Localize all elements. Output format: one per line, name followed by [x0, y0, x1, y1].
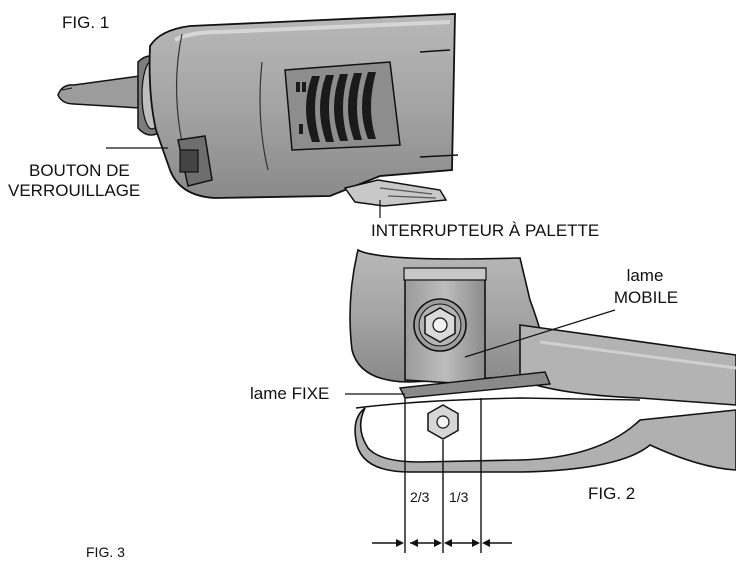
blade-illustration	[345, 248, 736, 553]
fig3-caption: FIG. 3	[86, 544, 125, 560]
fig2-caption: FIG. 2	[588, 484, 636, 503]
lock-button-icon	[179, 149, 199, 173]
fixed-blade-label: lame FIXE	[250, 384, 330, 403]
lock-button-label-line1: BOUTON DE	[29, 161, 130, 180]
fig1-caption: FIG. 1	[62, 13, 110, 32]
power-cord	[57, 75, 141, 109]
fixed-blade	[398, 371, 552, 399]
dimension-arrows	[372, 539, 512, 547]
lower-jaw	[354, 407, 736, 473]
ratio-two-thirds: 2/3	[410, 489, 430, 505]
tool-illustration	[57, 13, 459, 218]
paddle-switch-icon	[343, 179, 448, 207]
lock-button-label-line2: VERROUILLAGE	[8, 181, 141, 200]
ratio-one-third: 1/3	[449, 489, 469, 505]
vent-slots	[306, 72, 376, 142]
moving-blade-label-line1: lame	[626, 266, 664, 285]
moving-blade-label-line2: MOBILE	[613, 288, 679, 307]
paddle-switch-label: INTERRUPTEUR À PALETTE	[371, 221, 600, 240]
